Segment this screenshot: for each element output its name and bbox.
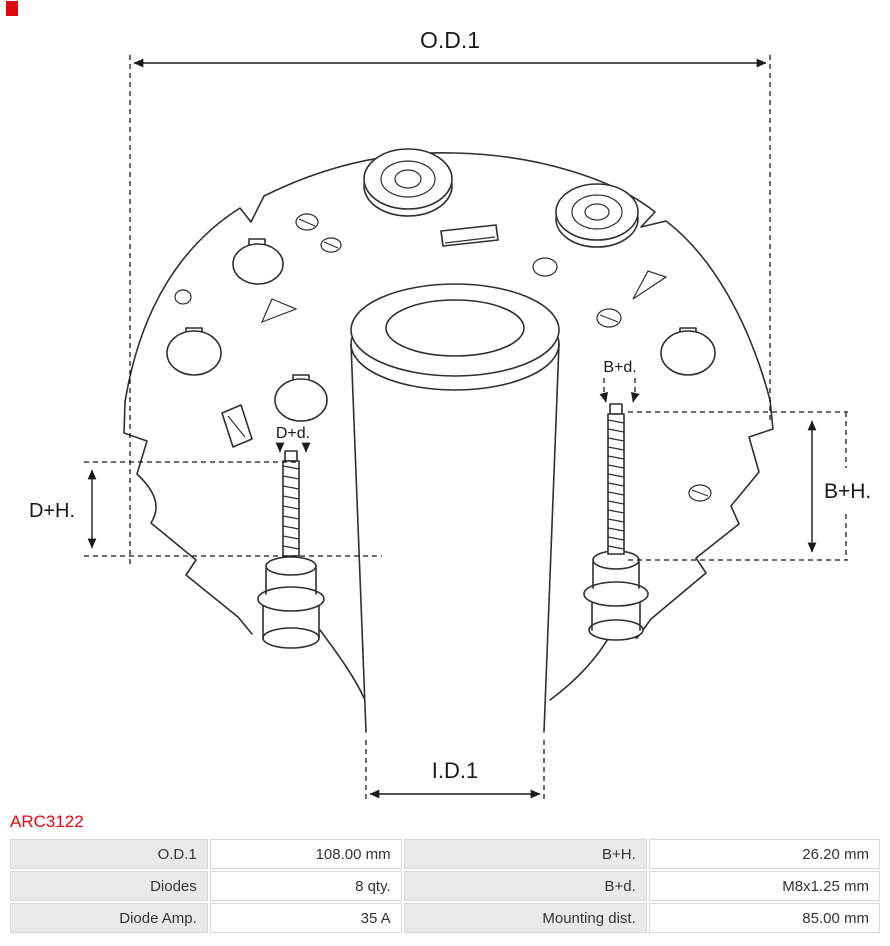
part-number: ARC3122 — [10, 812, 84, 831]
dimension-dh: D+H. — [29, 461, 382, 557]
spec-table: O.D.1 108.00 mm B+H. 26.20 mm Diodes 8 q… — [8, 837, 882, 935]
mounting-boss-right — [555, 183, 639, 248]
spec-label-bd: B+d. — [403, 871, 647, 901]
spec-label-bh: B+H. — [403, 839, 647, 869]
spec-value-diodes: 8 qty. — [209, 871, 402, 901]
spec-value-bh: 26.20 mm — [648, 839, 880, 869]
spec-value-diode-amp: 35 A — [209, 903, 402, 933]
spec-label-diodes: Diodes — [10, 871, 208, 901]
spec-value-od1: 108.00 mm — [209, 839, 402, 869]
diode-details — [166, 213, 716, 502]
stud-left — [257, 450, 325, 649]
central-tube — [350, 283, 560, 733]
dimension-bh: B+H. — [628, 411, 871, 561]
spec-value-mounting-dist: 85.00 mm — [648, 903, 880, 933]
dimension-od1: O.D.1 — [129, 27, 771, 566]
spec-label-mounting-dist: Mounting dist. — [403, 903, 647, 933]
dim-label-dh: D+H. — [29, 500, 75, 522]
dim-label-bd: B+d. — [603, 359, 636, 376]
stud-right — [583, 403, 649, 641]
spec-row-2: Diodes 8 qty. B+d. M8x1.25 mm — [10, 871, 880, 901]
dimension-bd: B+d. — [599, 359, 640, 403]
spec-label-diode-amp: Diode Amp. — [10, 903, 208, 933]
spec-row-1: O.D.1 108.00 mm B+H. 26.20 mm — [10, 839, 880, 869]
dimension-dd: D+d. — [275, 425, 311, 453]
spec-row-3: Diode Amp. 35 A Mounting dist. 85.00 mm — [10, 903, 880, 933]
spec-label-od1: O.D.1 — [10, 839, 208, 869]
dim-label-bh: B+H. — [824, 480, 871, 503]
spec-value-bd: M8x1.25 mm — [648, 871, 880, 901]
mounting-boss-left — [363, 148, 453, 217]
rectifier-plate-outline — [123, 151, 774, 701]
brand-logo-fragment — [6, 1, 18, 16]
technical-drawing: O.D.1 I.D.1 D+H. B+H. D+d. B+d. — [29, 27, 871, 802]
dimension-id1: I.D.1 — [365, 740, 545, 802]
dim-label-id1: I.D.1 — [432, 758, 478, 783]
dim-label-dd: D+d. — [276, 425, 310, 442]
dim-label-od1: O.D.1 — [420, 27, 480, 53]
